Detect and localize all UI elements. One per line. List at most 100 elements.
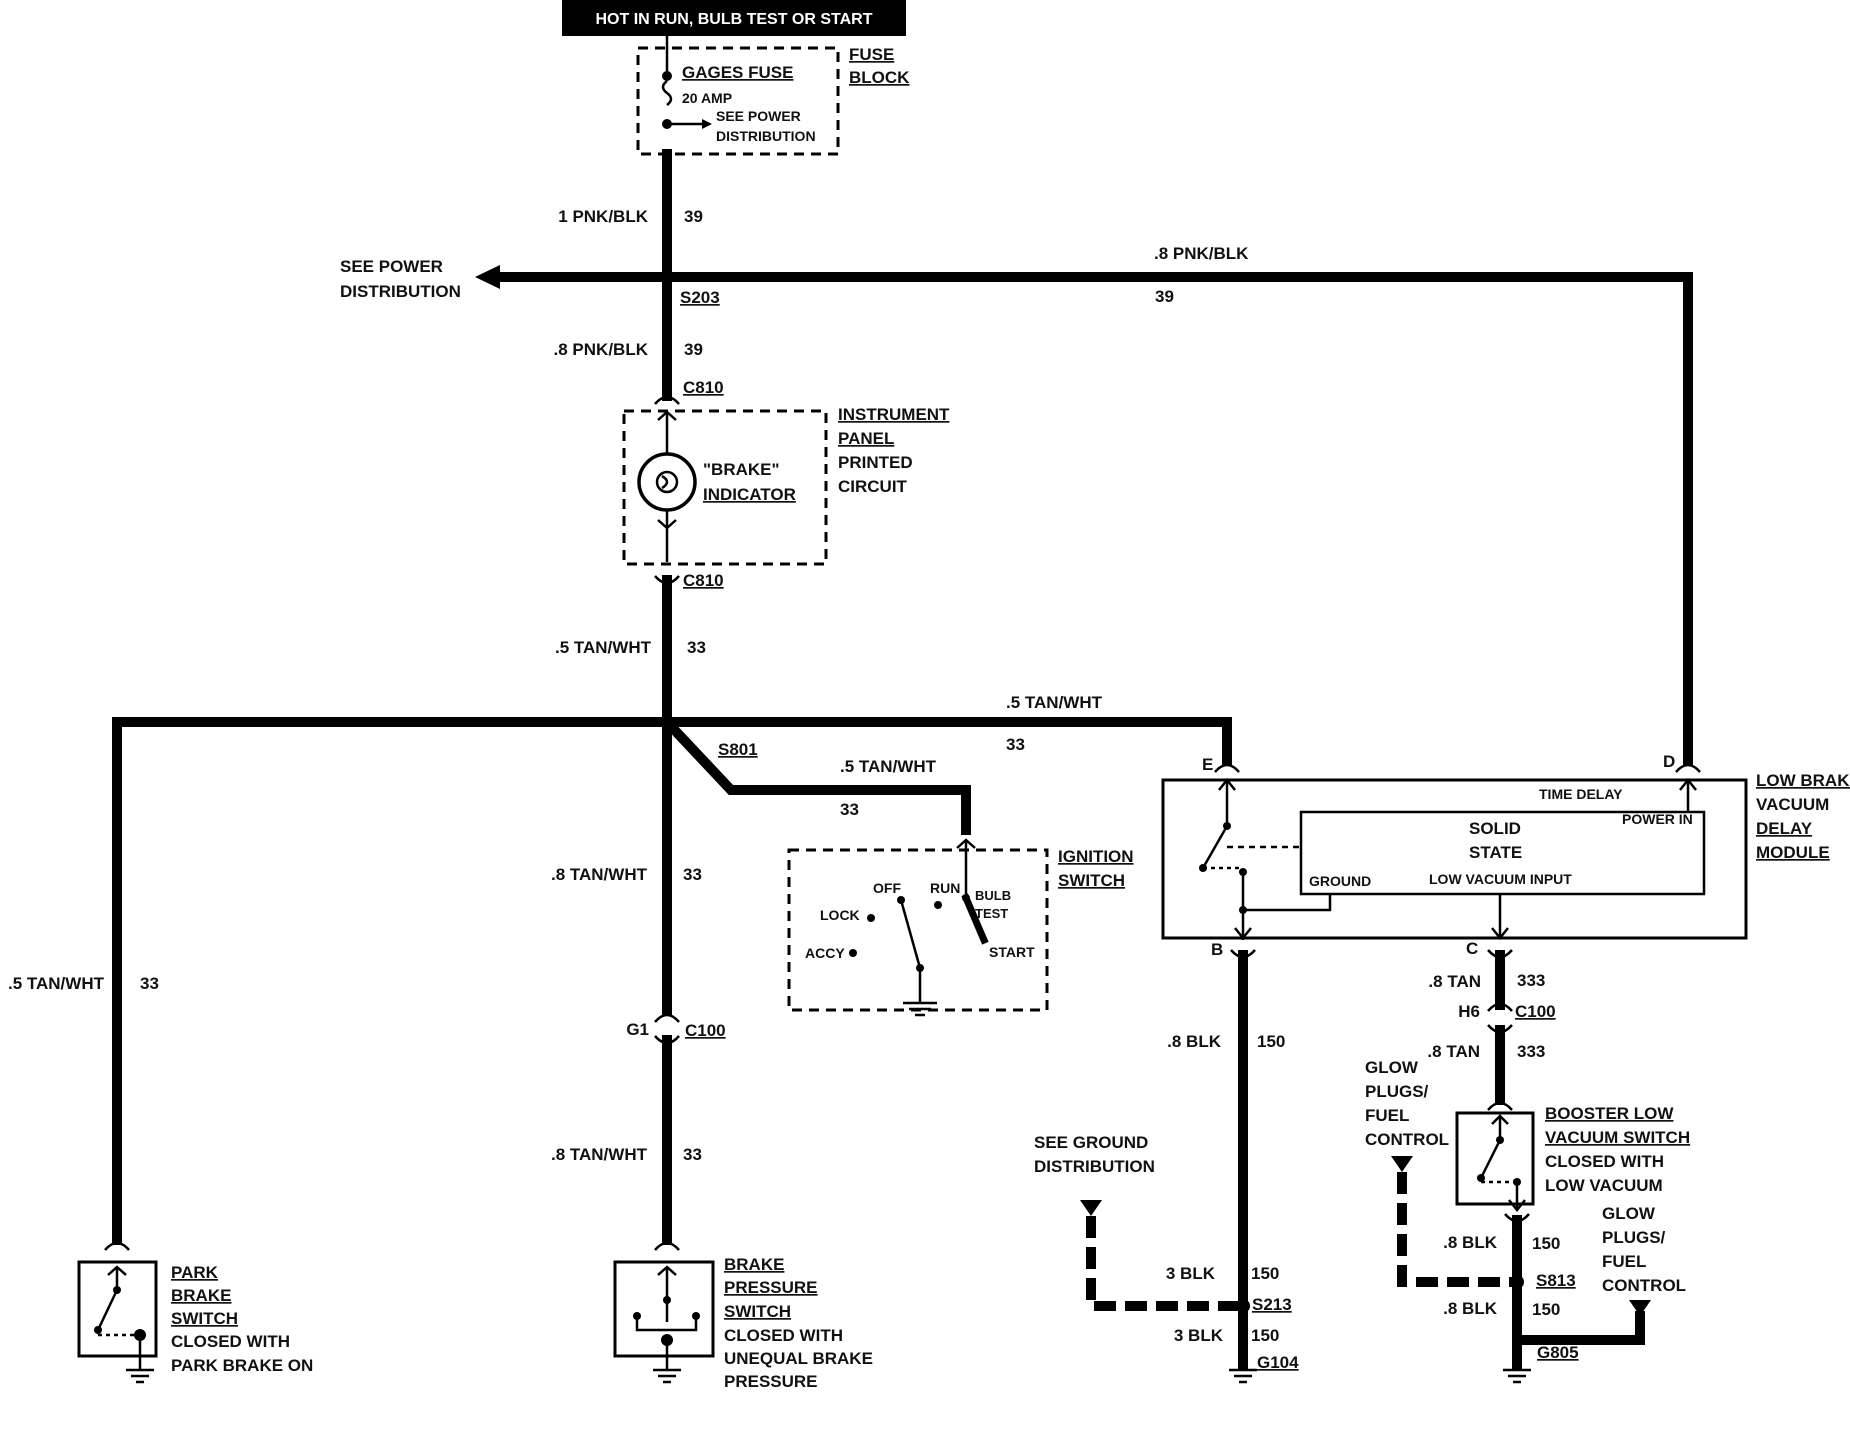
glow-left-arrow [1391,1156,1413,1172]
wire-blkb-circuit: 150 [1257,1032,1285,1051]
booster-switch: BOOSTER LOW VACUUM SWITCH CLOSED WITH LO… [1455,1101,1690,1213]
connector-c810-top [654,395,680,405]
glow-left-3: FUEL [1365,1106,1409,1125]
glow-left-1: GLOW [1365,1058,1419,1077]
wire-fuse-circuit: 39 [684,207,703,226]
ground-distribution-arrow [1080,1200,1102,1216]
bp-name-3: SWITCH [724,1302,791,1321]
wire-150-ground-dist [1086,1216,1243,1311]
module-name-3: DELAY [1756,819,1813,838]
booster-switch-box [1455,1111,1535,1206]
indicator-name-1: "BRAKE" [703,460,780,479]
bp-name-1: BRAKE [724,1255,784,1274]
splice-s203-label: S203 [680,288,720,307]
wire-fuse-gauge: 1 PNK/BLK [558,207,648,226]
connector-c100-right [1487,1002,1513,1012]
module-pin-e: E [1202,755,1213,774]
wire-tanmid-circuit: 33 [683,865,702,884]
module-pin-d-connector [1675,763,1701,773]
wire-tanc-gauge: .8 TAN [1428,972,1481,991]
glow-right-1: GLOW [1602,1204,1656,1223]
wire-tanright-circuit: 33 [1006,735,1025,754]
wire-3blkb-gauge: 3 BLK [1174,1326,1224,1345]
wire-tanright-gauge: .5 TAN/WHT [1006,693,1103,712]
wire-c810-gauge: .8 PNK/BLK [554,340,649,359]
fuse-rating: 20 AMP [682,90,732,106]
ign-name-1: IGNITION [1058,847,1134,866]
module-solid-state-box [1299,810,1706,896]
power-dist-2: DISTRIBUTION [340,282,461,301]
wire-tan1-circuit: 33 [687,638,706,657]
bp-name-4: CLOSED WITH [724,1326,843,1345]
wire-blk813b-circuit: 150 [1532,1300,1560,1319]
connector-c100-left-pin: G1 [626,1020,649,1039]
module-name-2: VACUUM [1756,795,1829,814]
brake-pressure-switch-box [613,1260,715,1358]
panel-label-1: INSTRUMENT [838,405,950,424]
wire-ign-circuit: 33 [840,800,859,819]
module-low-vacuum-input: LOW VACUUM INPUT [1429,871,1572,887]
wire-33-ignition [659,714,971,835]
ignition-switch-outline [787,848,1049,1012]
splice-s213-label: S213 [1252,1295,1292,1314]
park-name-2: BRAKE [171,1286,231,1305]
park-name-5: PARK BRAKE ON [171,1356,313,1375]
wire-blk813a-gauge: .8 BLK [1443,1233,1498,1252]
ignition-rotor [899,899,922,969]
wire-tanleft-circuit: 33 [140,974,159,993]
ignition-contact-bulb [961,893,989,945]
instrument-panel-outline [622,409,828,566]
booster-name-4: LOW VACUUM [1545,1176,1663,1195]
wire-tanc2-circuit: 333 [1517,1042,1545,1061]
fuse-block: GAGES FUSE 20 AMP SEE POWER DISTRIBUTION… [636,36,910,156]
wire-glow-left [1397,1172,1517,1287]
ign-bulb: BULB [975,888,1011,903]
bp-name-5: UNEQUAL BRAKE [724,1349,873,1368]
wire-blkb-gauge: .8 BLK [1167,1032,1222,1051]
module-pin-e-connector [1214,763,1240,773]
splice-s801-label: S801 [718,740,758,759]
wire-tan1-gauge: .5 TAN/WHT [555,638,652,657]
module-name-1: LOW BRAKE [1756,771,1850,790]
connector-c100-left [654,1013,680,1023]
power-distribution-arrow [475,265,500,289]
fuse-note-2: DISTRIBUTION [716,128,816,144]
wire-3blka-gauge: 3 BLK [1166,1264,1216,1283]
ignition-switch: OFF RUN BULB TEST LOCK ACCY START IGNITI… [787,838,1134,1017]
ign-accy: ACCY [805,945,845,961]
panel-label-3: PRINTED [838,453,913,472]
wire-tanc2-gauge: .8 TAN [1427,1042,1480,1061]
ground-dist-2: DISTRIBUTION [1034,1157,1155,1176]
park-name-1: PARK [171,1263,219,1282]
splice-s813-label: S813 [1536,1271,1576,1290]
module-power-in: POWER IN [1622,811,1693,827]
park-brake-switch: PARK BRAKE SWITCH CLOSED WITH PARK BRAKE… [77,1241,313,1384]
header-bar [562,0,906,36]
connector-c810-top-label: C810 [683,378,724,397]
header-title: HOT IN RUN, BULB TEST OR START [595,11,872,28]
connector-c100-left-label: C100 [685,1021,726,1040]
fuse-note-1: SEE POWER [716,108,801,124]
module-solid-2: STATE [1469,843,1522,862]
ign-start: START [989,944,1035,960]
ign-test: TEST [975,906,1008,921]
module-ground: GROUND [1309,873,1371,889]
wire-ign-gauge: .5 TAN/WHT [840,757,937,776]
glow-right-3: FUEL [1602,1252,1646,1271]
bp-name-6: PRESSURE [724,1372,818,1391]
glow-right-4: CONTROL [1602,1276,1686,1295]
glow-right-arrow [1629,1300,1651,1316]
wire-3blka-circuit: 150 [1251,1264,1279,1283]
ign-lock: LOCK [820,907,860,923]
booster-name-1: BOOSTER LOW [1545,1104,1674,1123]
module-name-4: MODULE [1756,843,1830,862]
fuse-block-label-1: FUSE [849,45,894,64]
wire-blk813b-gauge: .8 BLK [1443,1299,1498,1318]
indicator-name-2: INDICATOR [703,485,796,504]
booster-name-2: VACUUM SWITCH [1545,1128,1690,1147]
module-outline [1161,778,1748,940]
park-brake-switch-box [77,1260,158,1358]
splice-s203 [660,270,674,284]
